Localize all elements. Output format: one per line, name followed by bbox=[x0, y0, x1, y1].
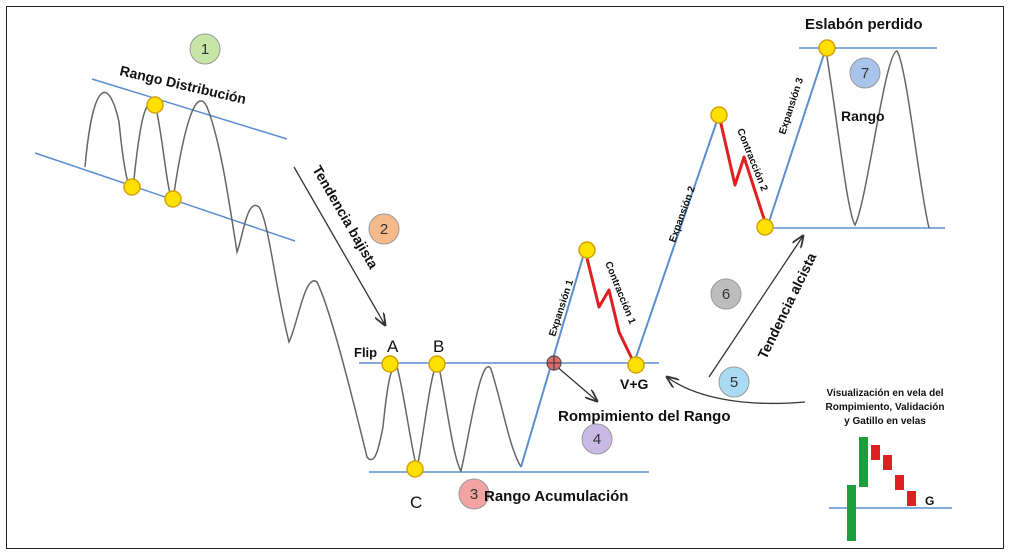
step-circle-bg bbox=[849, 57, 881, 89]
label-rango: Rango bbox=[841, 108, 885, 124]
contraction-1-leg bbox=[583, 249, 636, 364]
step-circle-bg bbox=[458, 478, 490, 510]
marker-point-b bbox=[428, 355, 446, 373]
visualization-arrow bbox=[667, 377, 806, 405]
step-circle-bg bbox=[710, 278, 742, 310]
label-vg: V+G bbox=[620, 376, 649, 392]
step-number: 3 bbox=[470, 486, 478, 503]
expansion-3-leg bbox=[766, 47, 827, 229]
marker-eslabon bbox=[818, 39, 836, 57]
marker-flip-a bbox=[381, 355, 399, 373]
contraction-2-leg bbox=[717, 114, 769, 229]
distribution-upper-line bbox=[91, 78, 288, 140]
step-circle-4: 4 bbox=[581, 423, 613, 455]
label-tendencia-alcista: Tendencia alcista bbox=[754, 250, 819, 361]
marker-point-c bbox=[406, 460, 424, 478]
uptrend-arrow bbox=[708, 236, 803, 378]
step-circle-bg bbox=[718, 366, 750, 398]
step-circle-1: 1 bbox=[189, 33, 221, 65]
label-expansion-3: Expansión 3 bbox=[777, 76, 806, 136]
breakout-arrow bbox=[554, 364, 597, 401]
marker-contraction-2-low bbox=[756, 218, 774, 236]
step-circle-7: 7 bbox=[849, 57, 881, 89]
downtrend-arrow bbox=[293, 166, 385, 325]
label-vis-line3: y Gatillo en velas bbox=[844, 416, 926, 427]
marker-dist-top bbox=[146, 96, 164, 114]
marker-contraction-1-top bbox=[578, 241, 596, 259]
label-g: G bbox=[925, 494, 934, 508]
label-rompimiento: Rompimiento del Rango bbox=[558, 408, 731, 425]
final-range-oscillation bbox=[825, 50, 930, 229]
candle-red-2 bbox=[883, 455, 892, 470]
step-number: 2 bbox=[380, 221, 388, 238]
expansion-2-leg bbox=[633, 114, 720, 364]
candles-illustration bbox=[829, 437, 952, 541]
label-vis-line2: Rompimiento, Validación bbox=[826, 402, 945, 413]
label-point-c: C bbox=[410, 493, 422, 512]
candle-green-1 bbox=[847, 485, 856, 541]
marker-contraction-2-top bbox=[710, 106, 728, 124]
label-point-a: A bbox=[387, 337, 399, 356]
label-vis-line1: Visualización en vela del bbox=[826, 388, 943, 399]
label-rango-acumulacion: Rango Acumulación bbox=[484, 488, 628, 505]
candle-green-2 bbox=[859, 437, 868, 487]
candle-red-3 bbox=[895, 475, 904, 490]
step-circle-5: 5 bbox=[718, 366, 750, 398]
marker-dist-low-2 bbox=[164, 190, 182, 208]
step-circle-3: 3 bbox=[458, 478, 490, 510]
step-circle-bg bbox=[189, 33, 221, 65]
step-circle-bg bbox=[581, 423, 613, 455]
candle-red-4 bbox=[907, 491, 916, 506]
step-circle-6: 6 bbox=[710, 278, 742, 310]
candle-red-1 bbox=[871, 445, 880, 460]
label-flip: Flip bbox=[354, 345, 377, 360]
step-number: 5 bbox=[730, 374, 738, 391]
step-circle-2: 2 bbox=[368, 213, 400, 245]
label-expansion-2: Expansión 2 bbox=[667, 184, 698, 244]
marker-dist-low-1 bbox=[123, 178, 141, 196]
step-number: 4 bbox=[593, 431, 601, 448]
price-path bbox=[84, 91, 522, 474]
label-rango-distribucion: Rango Distribución bbox=[118, 62, 247, 107]
step-number: 1 bbox=[201, 41, 209, 58]
label-point-b: B bbox=[433, 337, 444, 356]
step-number: 7 bbox=[861, 65, 869, 82]
step-number: 6 bbox=[722, 286, 730, 303]
step-circle-bg bbox=[368, 213, 400, 245]
label-eslabon: Eslabón perdido bbox=[805, 16, 923, 33]
marker-vg bbox=[627, 356, 645, 374]
